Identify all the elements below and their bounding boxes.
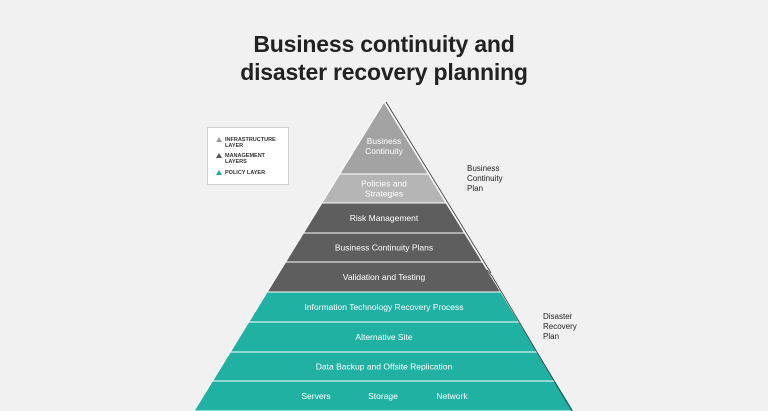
layer-label-6: Information Technology Recovery Process bbox=[304, 302, 463, 312]
layer-label-storage: Storage bbox=[368, 391, 398, 401]
drp-label: Disaster Recovery Plan bbox=[543, 312, 577, 341]
triangle-icon bbox=[216, 170, 222, 175]
triangle-icon bbox=[216, 137, 222, 142]
legend-item-policy: POLICY LAYER bbox=[216, 170, 265, 176]
layer-label-2: Strategies bbox=[365, 189, 403, 199]
layer-label-5: Validation and Testing bbox=[343, 272, 426, 282]
diagram-title: Business continuity and disaster recover… bbox=[0, 30, 768, 86]
layer-label-4: Business Continuity Plans bbox=[335, 243, 433, 253]
drp-bracket bbox=[486, 269, 573, 411]
layer-label-7: Alternative Site bbox=[355, 332, 412, 342]
layer-label-1: Business bbox=[367, 136, 402, 146]
triangle-icon bbox=[216, 153, 222, 158]
legend-item-infrastructure: INFRASTRUCTURE LAYER bbox=[216, 137, 276, 149]
title-line-2: disaster recovery planning bbox=[240, 59, 528, 85]
bcp-bracket bbox=[385, 101, 492, 274]
layer-label-servers: Servers bbox=[301, 391, 330, 401]
layer-label-8: Data Backup and Offsite Replication bbox=[316, 362, 453, 372]
layer-label-1: Continuity bbox=[365, 146, 404, 156]
layer-label-2: Policies and bbox=[361, 179, 407, 189]
title-line-1: Business continuity and bbox=[253, 31, 515, 57]
legend: INFRASTRUCTURE LAYER MANAGEMENT LAYERS P… bbox=[207, 127, 289, 185]
layer-label-3: Risk Management bbox=[350, 213, 419, 223]
bcp-label: Business Continuity Plan bbox=[467, 164, 503, 193]
legend-item-management: MANAGEMENT LAYERS bbox=[216, 153, 265, 165]
pyramid-layer-9 bbox=[193, 380, 575, 411]
layer-label-network: Network bbox=[436, 391, 468, 401]
